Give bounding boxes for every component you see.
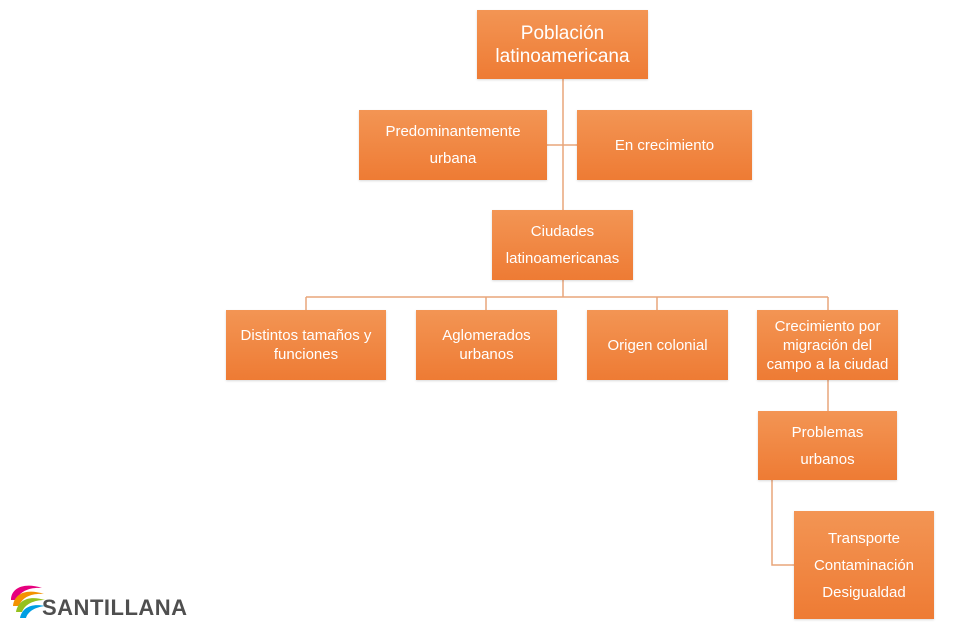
node-text: urbanos — [459, 346, 514, 363]
node-crecimiento-por-migracion: Crecimiento por migración del campo a la… — [757, 310, 898, 380]
node-text: Desigualdad — [822, 583, 906, 601]
node-text: Crecimiento por — [774, 317, 881, 335]
node-poblacion-latinoamericana: Población latinoamericana — [477, 10, 648, 79]
node-en-crecimiento: En crecimiento — [577, 110, 752, 180]
node-text: Contaminación — [813, 556, 915, 574]
node-text: campo a la ciudad — [766, 355, 889, 373]
node-text: Problemas — [791, 423, 864, 441]
node-text: Distintos tamaños y — [240, 327, 372, 344]
node-text: Transporte — [828, 529, 900, 547]
node-text: Ciudades — [530, 223, 595, 240]
node-text: Aglomerados — [442, 327, 531, 344]
santillana-logo-icon — [11, 585, 45, 618]
santillana-logo-text: SANTILLANA — [42, 595, 188, 620]
node-text: Predominantemente — [385, 123, 521, 140]
node-origen-colonial: Origen colonial — [587, 310, 728, 380]
node-text: latinoamericana — [495, 45, 630, 67]
node-text: En crecimiento — [614, 136, 715, 154]
node-text: migración del — [782, 336, 873, 354]
node-lista-problemas: Transporte Contaminación Desigualdad — [794, 511, 934, 619]
node-text: funciones — [273, 346, 339, 363]
node-ciudades-latinoamericanas: Ciudades latinoamericanas — [492, 210, 633, 280]
node-predominantemente-urbana: Predominantemente urbana — [359, 110, 547, 180]
connector-problemas-lista — [771, 480, 794, 566]
node-text: urbanos — [800, 450, 855, 468]
node-text: latinoamericanas — [505, 250, 620, 267]
santillana-logo: SANTILLANA — [8, 578, 187, 622]
node-problemas-urbanos: Problemas urbanos — [758, 411, 897, 480]
node-text: urbana — [429, 150, 477, 167]
node-text: Origen colonial — [607, 336, 708, 354]
node-distintos-tamanos: Distintos tamaños y funciones — [226, 310, 386, 380]
node-aglomerados-urbanos: Aglomerados urbanos — [416, 310, 557, 380]
node-text: Población — [520, 22, 605, 44]
